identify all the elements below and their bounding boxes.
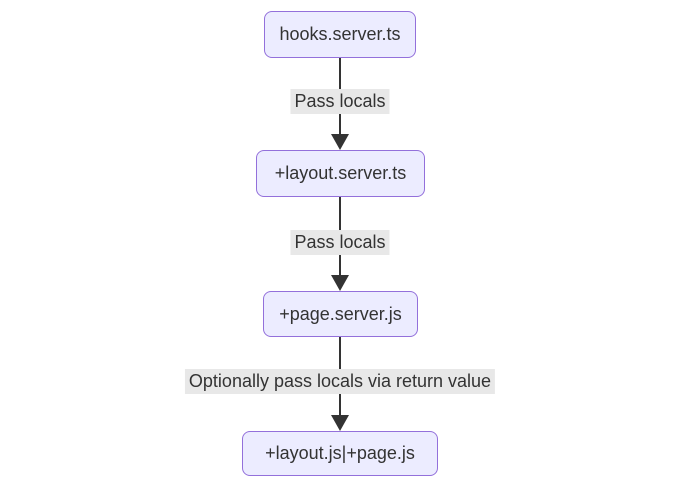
arrowhead-icon xyxy=(331,134,349,150)
edge-label-pass-locals-2: Pass locals xyxy=(290,230,390,255)
arrowhead-icon xyxy=(331,415,349,431)
node-label: +layout.js|+page.js xyxy=(265,443,415,463)
arrowhead-icon xyxy=(331,275,349,291)
edge-label-optionally-pass-locals: Optionally pass locals via return value xyxy=(184,369,496,394)
node-label: +page.server.js xyxy=(279,303,402,324)
node-label: hooks.server.ts xyxy=(279,24,401,44)
node-label: +layout.server.ts xyxy=(274,163,407,183)
node-layout-server-ts: +layout.server.ts xyxy=(256,150,425,197)
node-page-server-js: +page.server.js xyxy=(263,291,418,337)
node-layout-js-page-js: +layout.js|+page.js xyxy=(242,431,438,476)
edge-label-pass-locals-1: Pass locals xyxy=(290,89,390,114)
node-hooks-server-ts: hooks.server.ts xyxy=(264,11,416,58)
